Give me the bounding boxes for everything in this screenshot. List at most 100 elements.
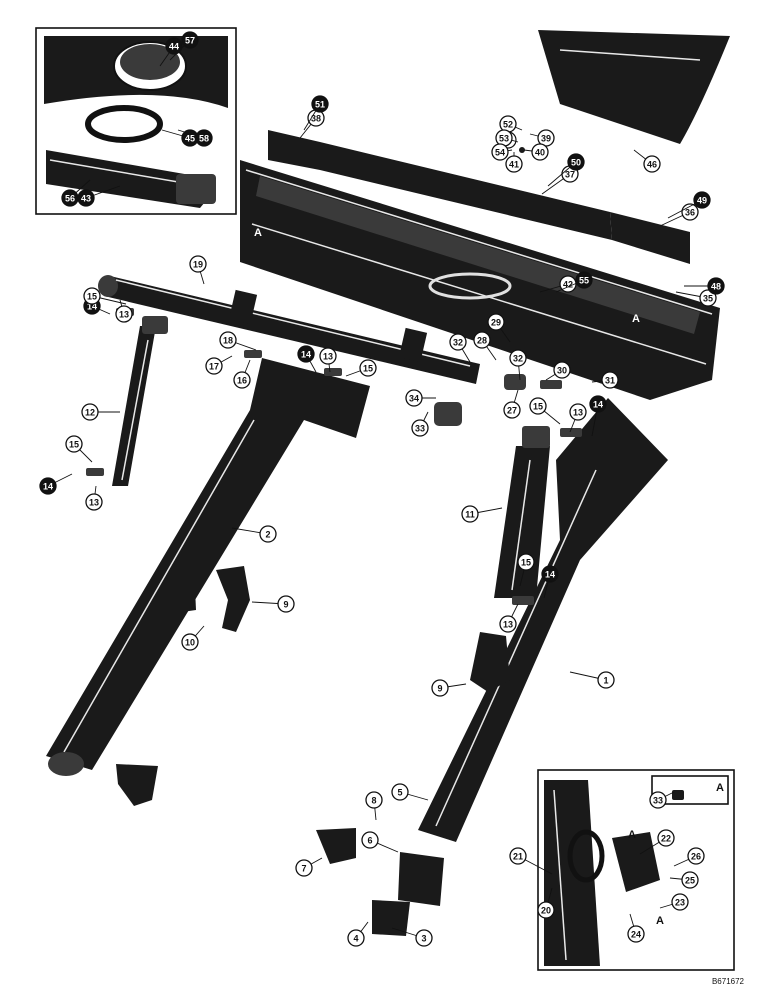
callout-bubble xyxy=(115,305,133,323)
callout-bubble xyxy=(359,359,377,377)
callout-label: 49 xyxy=(697,196,707,206)
callout-label: 38 xyxy=(311,114,321,124)
callout-label: 53 xyxy=(499,134,509,144)
part-callout-50: 50 xyxy=(547,153,585,187)
callout-label: 32 xyxy=(513,354,523,364)
part-callout-58: 58 xyxy=(177,129,213,147)
callout-label: 12 xyxy=(85,408,95,418)
callout-label: 40 xyxy=(535,148,545,158)
callout-label: 1 xyxy=(603,676,608,686)
part-callout-14: 14 xyxy=(39,473,73,495)
callout-label: 26 xyxy=(691,852,701,862)
callout-bubble xyxy=(509,349,527,367)
part-callout-57: 57 xyxy=(169,31,199,61)
callout-bubble xyxy=(643,155,661,173)
callout-label: 9 xyxy=(437,684,442,694)
callout-label: 16 xyxy=(237,376,247,386)
part-callout-9: 9 xyxy=(251,595,295,613)
part-callout-32: 32 xyxy=(509,349,527,381)
drawing-number: B671672 xyxy=(711,977,744,986)
callout-label: 21 xyxy=(513,852,523,862)
callout-bubble xyxy=(693,191,711,209)
part-callout-12: 12 xyxy=(81,403,120,421)
part-callout-56: 56 xyxy=(61,179,91,207)
part-callout-22: 22 xyxy=(639,829,675,855)
part-callout-13: 13 xyxy=(569,403,587,433)
svg-text:A: A xyxy=(632,313,640,325)
part-callout-39: 39 xyxy=(529,129,555,147)
callout-label: 3 xyxy=(421,934,426,944)
callout-label: 13 xyxy=(119,310,129,320)
callout-bubble xyxy=(707,277,725,295)
callout-bubble xyxy=(461,505,479,523)
callout-bubble xyxy=(537,901,555,919)
callout-label: 29 xyxy=(491,318,501,328)
callout-label: 9 xyxy=(283,600,288,610)
callout-bubble xyxy=(391,783,409,801)
callout-bubble xyxy=(311,95,329,113)
callout-label: 20 xyxy=(541,906,551,916)
part-callout-14: 14 xyxy=(541,565,559,599)
part-callout-3: 3 xyxy=(391,927,433,947)
callout-bubble xyxy=(671,893,689,911)
callout-label: 50 xyxy=(571,158,581,168)
part-callout-16: 16 xyxy=(233,359,251,389)
callout-label: 15 xyxy=(533,402,543,412)
callout-label: 14 xyxy=(593,400,603,410)
part-callout-26: 26 xyxy=(673,847,705,867)
callout-bubble xyxy=(531,143,549,161)
part-callout-49: 49 xyxy=(667,191,711,219)
part-callout-1: 1 xyxy=(569,671,615,689)
callout-label: 41 xyxy=(509,160,519,170)
callout-bubble xyxy=(473,331,491,349)
part-callout-17: 17 xyxy=(205,355,233,375)
part-callout-53: 53 xyxy=(495,129,519,147)
callout-label: 2 xyxy=(265,530,270,540)
callout-bubble xyxy=(431,679,449,697)
callout-label: 6 xyxy=(367,836,372,846)
part-callout-36: 36 xyxy=(659,203,699,227)
callout-bubble xyxy=(205,357,223,375)
callout-bubble xyxy=(649,791,667,809)
callout-bubble xyxy=(503,401,521,419)
callout-bubble xyxy=(589,395,607,413)
part-callout-10: 10 xyxy=(181,625,205,651)
callout-bubble xyxy=(195,129,213,147)
part-callout-52: 52 xyxy=(499,115,523,133)
part-callout-15: 15 xyxy=(83,287,127,305)
callout-bubble xyxy=(295,859,313,877)
callout-bubble xyxy=(553,361,571,379)
callout-label: 46 xyxy=(647,160,657,170)
callout-bubble xyxy=(517,553,535,571)
part-callout-46: 46 xyxy=(633,149,661,173)
part-callout-28: 28 xyxy=(473,331,497,361)
callout-label: 23 xyxy=(675,898,685,908)
callout-bubble xyxy=(529,397,547,415)
left-push-arm xyxy=(46,358,370,776)
callout-label: 4 xyxy=(353,934,358,944)
callout-label: 11 xyxy=(465,510,475,520)
callout-label: 33 xyxy=(415,424,425,434)
callout-bubble xyxy=(361,831,379,849)
callout-bubble xyxy=(657,829,675,847)
part-callout-4: 4 xyxy=(347,921,369,947)
part-callout-42: 42 xyxy=(539,275,577,293)
callout-bubble xyxy=(601,371,619,389)
part-callout-54: 54 xyxy=(491,143,513,161)
callout-bubble xyxy=(569,403,587,421)
callout-label: 19 xyxy=(193,260,203,270)
part-callout-37: 37 xyxy=(541,165,579,195)
callout-label: 14 xyxy=(301,350,311,360)
part-callout-15: 15 xyxy=(517,553,535,587)
part-callout-43: 43 xyxy=(77,185,121,207)
callout-label: 57 xyxy=(185,36,195,46)
callout-label: 13 xyxy=(503,620,513,630)
cross-tube xyxy=(98,275,480,384)
deflector-plate xyxy=(538,30,730,144)
callout-bubble xyxy=(347,929,365,947)
part-callout-32: 32 xyxy=(449,333,471,363)
part-callout-5: 5 xyxy=(391,783,429,801)
callout-label: 32 xyxy=(453,338,463,348)
callout-label: 27 xyxy=(507,406,517,416)
